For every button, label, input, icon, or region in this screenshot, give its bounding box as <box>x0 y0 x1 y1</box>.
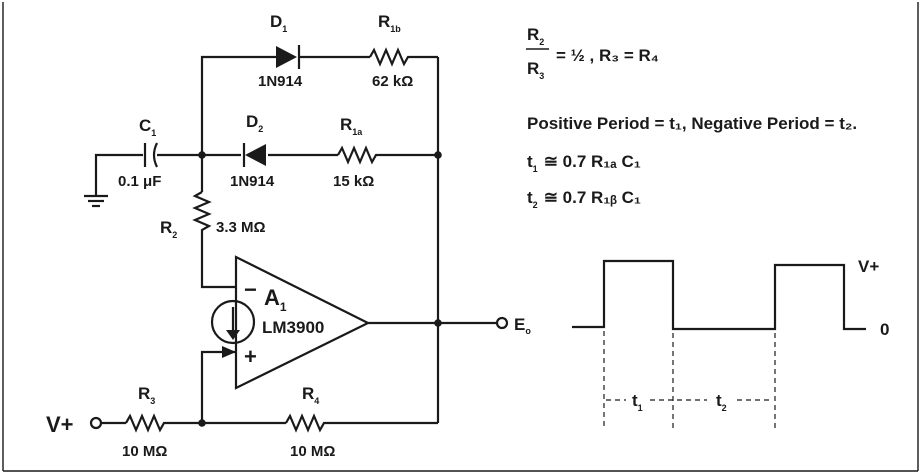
d2-label: D2 <box>246 112 263 134</box>
ground-symbol <box>84 194 108 208</box>
r2-label: R2 <box>160 218 177 240</box>
resistor-r1b-symbol <box>369 47 412 67</box>
square-waveform <box>572 259 866 331</box>
junction-dot <box>434 319 442 327</box>
vplus-terminal <box>89 416 103 430</box>
waveform-low-label: 0 <box>880 320 889 339</box>
d1-label: D1 <box>270 12 287 34</box>
diode-d1-symbol <box>276 45 301 69</box>
junction-dot <box>198 419 206 427</box>
resistor-r4-symbol <box>285 413 328 433</box>
r1a-value-label: 15 kΩ <box>333 173 374 190</box>
opamp-a1-symbol <box>234 255 371 390</box>
a1-label: A1 <box>264 285 287 314</box>
waveform-high-label: V+ <box>858 257 879 276</box>
c1-label: C1 <box>139 116 156 138</box>
inverting-input-wire <box>200 234 236 289</box>
r4-label: R4 <box>302 384 319 406</box>
noninverting-input-wire <box>200 350 236 423</box>
svg-text:= ½ , R₃ = R₄: = ½ , R₃ = R₄ <box>556 46 659 65</box>
resistor-r1a-symbol <box>337 145 380 165</box>
resistor-r2-symbol <box>192 191 212 234</box>
output-terminal <box>495 316 509 330</box>
r3-value-label: 10 MΩ <box>122 443 167 460</box>
waveform-t1-label: t1 <box>632 391 643 413</box>
svg-text:R3: R3 <box>527 59 544 81</box>
d1-part-label: 1N914 <box>258 73 303 90</box>
top-branch-wires <box>200 55 440 423</box>
ratio-equation: R2 R3 = ½ , R₃ = R₄ <box>526 25 659 81</box>
junction-dot <box>434 151 442 159</box>
r3-label: R3 <box>138 384 155 406</box>
d2-part-label: 1N914 <box>230 173 275 190</box>
output-label: Eo <box>514 315 531 336</box>
resistor-r3-symbol <box>125 413 168 433</box>
opamp-minus-sign: − <box>244 277 257 302</box>
capacitor-c1-symbol <box>143 142 158 168</box>
waveform-t2-label: t2 <box>716 391 727 413</box>
r1b-value-label: 62 kΩ <box>372 73 413 90</box>
opamp-plus-sign: + <box>244 344 257 369</box>
t1-equation: t1≅ 0.7 R₁ₐ C₁ <box>527 152 641 174</box>
t2-equation: t2≅ 0.7 R₁ᵦ C₁ <box>527 188 641 210</box>
r4-value-label: 10 MΩ <box>290 443 335 460</box>
r2-value-label: 3.3 MΩ <box>216 219 266 236</box>
r1a-label: R1a <box>340 115 363 137</box>
c1-value-label: 0.1 μF <box>118 173 161 190</box>
r1b-label: R1b <box>378 12 401 34</box>
diode-d2-symbol <box>242 143 266 167</box>
vplus-input-label: V+ <box>46 412 74 437</box>
a1-part-label: LM3900 <box>262 318 324 337</box>
svg-text:R2: R2 <box>527 25 544 47</box>
input-arrow <box>222 346 236 358</box>
current-source-symbol <box>210 299 256 345</box>
period-definition: Positive Period = t₁, Negative Period = … <box>527 114 857 133</box>
